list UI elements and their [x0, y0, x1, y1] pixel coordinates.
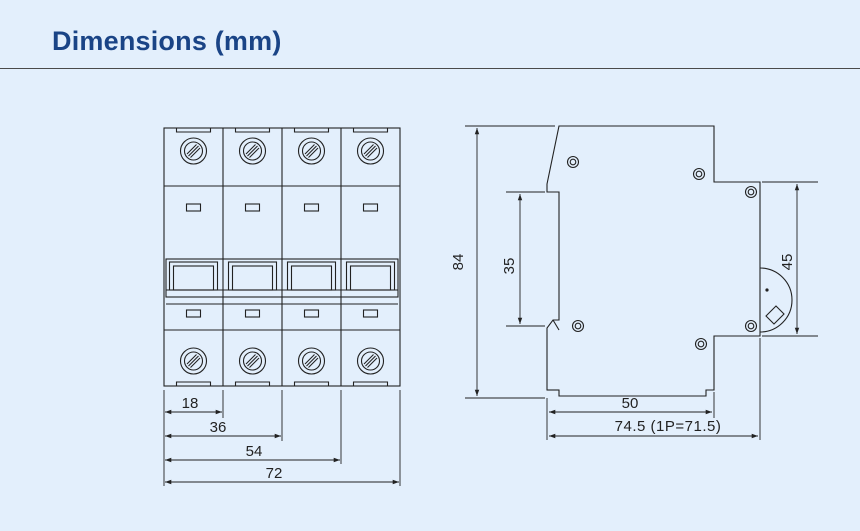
dim-label-35: 35 — [501, 258, 518, 275]
title-underline — [0, 68, 860, 69]
screw-icon — [179, 137, 208, 165]
dim-label-54: 54 — [246, 443, 263, 460]
dim-label-72: 72 — [266, 465, 283, 482]
screw-icon — [238, 347, 267, 375]
screw-icon — [238, 137, 267, 165]
handle-tab — [303, 309, 320, 318]
rivet-icon — [566, 155, 758, 351]
handle-tab — [185, 309, 202, 318]
dim-label-18: 18 — [182, 395, 199, 412]
indicator-window — [244, 203, 261, 212]
side-view — [546, 125, 793, 397]
side-dimensions: 84 35 45 50 74.5 (1P=71.5) — [450, 125, 818, 440]
screw-icon — [356, 137, 385, 165]
dim-label-84: 84 — [450, 254, 467, 271]
handle-icon — [759, 267, 793, 333]
front-view — [163, 127, 401, 387]
dim-label-45: 45 — [779, 254, 796, 271]
screw-icon — [179, 347, 208, 375]
indicator-window — [303, 203, 320, 212]
dim-label-50: 50 — [622, 395, 639, 412]
page-title: Dimensions (mm) — [52, 26, 282, 56]
indicator-window — [362, 203, 379, 212]
handle-tab — [244, 309, 261, 318]
screw-icon — [297, 137, 326, 165]
dim-label-74-5: 74.5 (1P=71.5) — [615, 418, 722, 435]
screw-icon — [356, 347, 385, 375]
indicator-window — [185, 203, 202, 212]
screw-icon — [297, 347, 326, 375]
handle-tab — [362, 309, 379, 318]
side-outline — [546, 125, 761, 397]
dim-label-36: 36 — [210, 419, 227, 436]
front-dimensions: 18 36 54 72 — [163, 390, 401, 486]
